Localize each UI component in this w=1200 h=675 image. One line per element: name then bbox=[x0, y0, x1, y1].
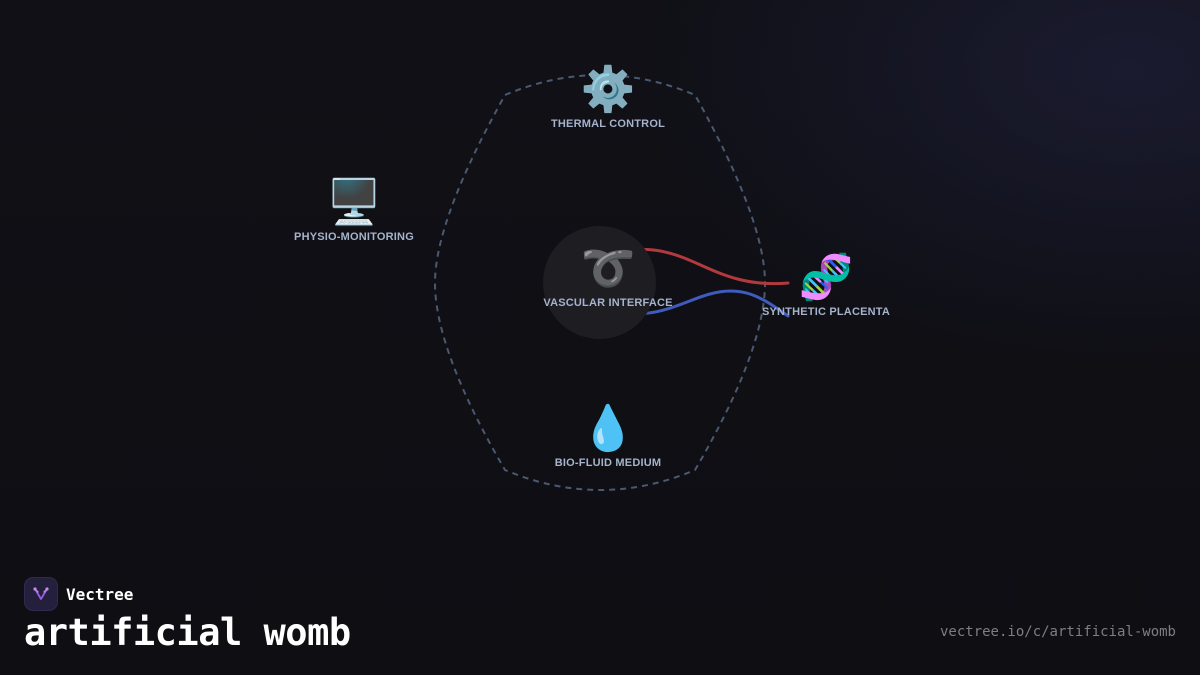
node-label: VASCULAR INTERFACE bbox=[543, 297, 673, 309]
loop-icon: ➰ bbox=[580, 243, 636, 294]
vectree-logo-icon bbox=[24, 577, 58, 611]
node-label: PHYSIO-MONITORING bbox=[294, 231, 414, 243]
node-bio-fluid-medium[interactable]: 💧 BIO-FLUID MEDIUM bbox=[555, 403, 661, 469]
droplet-icon: 💧 bbox=[580, 403, 636, 454]
node-label: BIO-FLUID MEDIUM bbox=[554, 457, 662, 469]
monitor-icon: 🖥️ bbox=[326, 177, 382, 228]
node-label: SYNTHETIC PLACENTA bbox=[761, 306, 891, 318]
logo-mark bbox=[33, 587, 49, 600]
dna-icon: 🧬 bbox=[798, 252, 854, 303]
boundary-outline bbox=[433, 74, 767, 491]
node-vascular-interface[interactable]: ➰ VASCULAR INTERFACE bbox=[543, 243, 672, 309]
page-url-link[interactable]: vectree.io/c/artificial-womb bbox=[939, 624, 1176, 640]
node-synthetic-placenta[interactable]: 🧬 SYNTHETIC PLACENTA bbox=[762, 252, 890, 318]
brand[interactable]: Vectree bbox=[24, 577, 133, 611]
brand-name: Vectree bbox=[66, 584, 134, 604]
node-label: THERMAL CONTROL bbox=[550, 118, 666, 130]
gear-icon: ⚙️ bbox=[580, 64, 636, 115]
vascular-hub-circle bbox=[543, 226, 656, 339]
node-thermal-control[interactable]: ⚙️ THERMAL CONTROL bbox=[551, 64, 665, 130]
page-title: artificial womb bbox=[24, 611, 351, 654]
node-physio-monitoring[interactable]: 🖥️ PHYSIO-MONITORING bbox=[294, 177, 414, 243]
